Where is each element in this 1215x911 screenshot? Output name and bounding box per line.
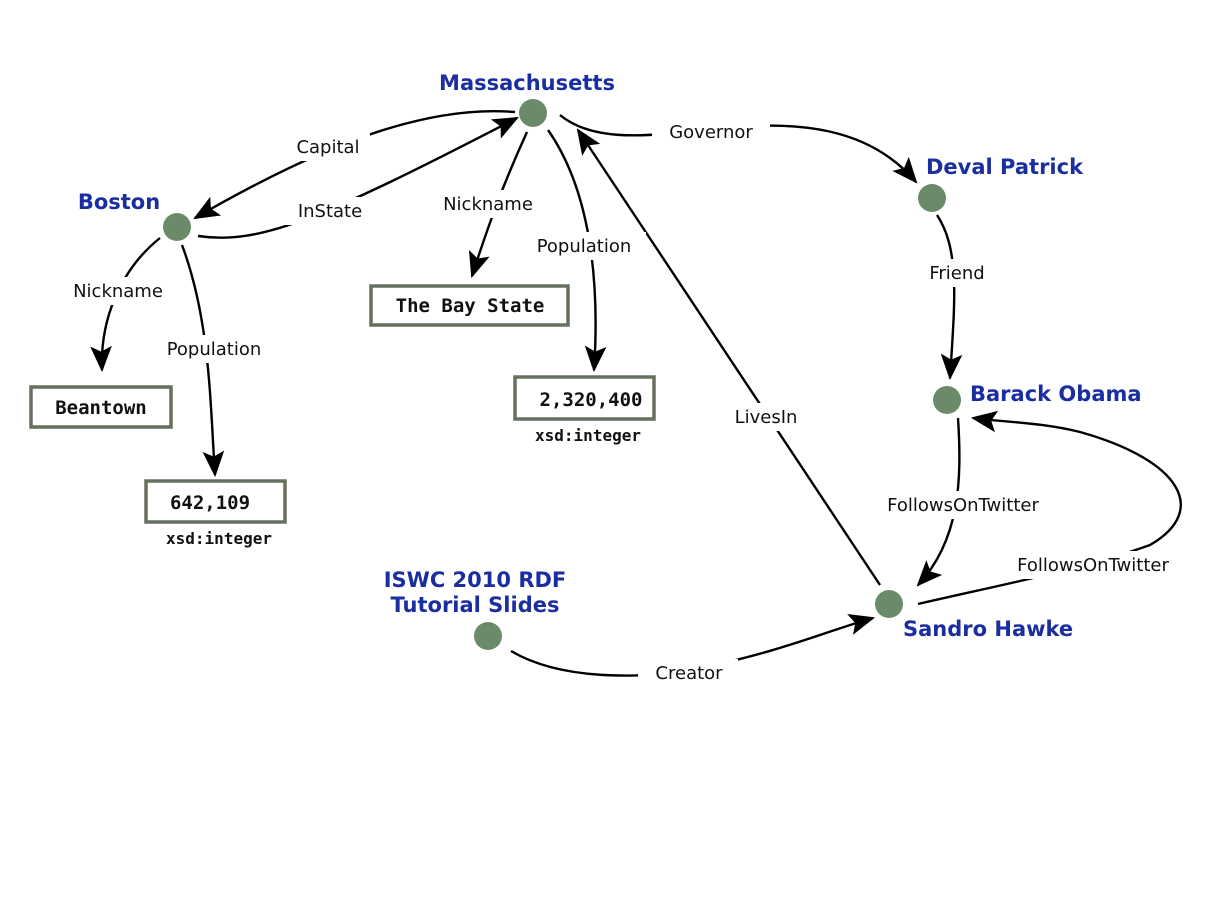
- edge-label-ma-population: Population: [537, 236, 632, 257]
- node-label-deval-patrick: Deval Patrick: [926, 155, 1084, 179]
- edge-label-boston-population: Population: [167, 339, 262, 360]
- node-boston[interactable]: Boston: [78, 190, 191, 241]
- node-label-massachusetts: Massachusetts: [439, 71, 615, 95]
- literal-bay-state[interactable]: The Bay State: [369, 284, 570, 327]
- edge-labels: Capital InState Governor Nickname Popula…: [62, 118, 1192, 687]
- literals: Beantown 642,109 xsd:integer The Bay Sta…: [29, 284, 656, 548]
- resource-nodes: Massachusetts Boston Deval Patrick Barac…: [78, 71, 1142, 650]
- node-label-barack-obama: Barack Obama: [970, 382, 1142, 406]
- edge-label-ma-nickname: Nickname: [443, 194, 533, 215]
- node-label-iswc-line1: ISWC 2010 RDF: [384, 568, 567, 592]
- edge-label-governor: Governor: [669, 122, 753, 143]
- node-label-boston: Boston: [78, 190, 160, 214]
- edge-label-friend: Friend: [929, 263, 984, 284]
- literal-ma-population-type: xsd:integer: [535, 426, 641, 445]
- edge-lives-in: [576, 128, 881, 586]
- edge-label-lives-in: LivesIn: [735, 407, 798, 428]
- literal-beantown-text: Beantown: [55, 397, 147, 419]
- node-massachusetts[interactable]: Massachusetts: [439, 71, 615, 127]
- edge-label-creator: Creator: [655, 663, 723, 684]
- edge-label-follows-2: FollowsOnTwitter: [1017, 555, 1169, 576]
- edge-label-capital: Capital: [296, 137, 359, 158]
- literal-bay-state-text: The Bay State: [396, 295, 545, 317]
- node-iswc-slides[interactable]: ISWC 2010 RDF Tutorial Slides: [384, 568, 567, 650]
- edge-label-follows-1: FollowsOnTwitter: [887, 495, 1039, 516]
- literal-boston-population-type: xsd:integer: [166, 529, 272, 548]
- literal-ma-population-text: 2,320,400: [540, 389, 643, 411]
- node-label-iswc-line2: Tutorial Slides: [391, 593, 560, 617]
- node-barack-obama[interactable]: Barack Obama: [933, 382, 1142, 414]
- literal-boston-population-text: 642,109: [170, 492, 250, 514]
- edge-label-boston-nickname: Nickname: [73, 281, 163, 302]
- literal-ma-population[interactable]: 2,320,400 xsd:integer: [513, 375, 656, 445]
- literal-boston-population[interactable]: 642,109 xsd:integer: [144, 479, 287, 548]
- edge-friend: [935, 214, 963, 381]
- node-label-sandro-hawke: Sandro Hawke: [903, 617, 1073, 641]
- edge-capital: [193, 109, 516, 220]
- edge-label-instate: InState: [298, 201, 362, 222]
- literal-beantown[interactable]: Beantown: [29, 385, 173, 429]
- node-deval-patrick[interactable]: Deval Patrick: [918, 155, 1084, 212]
- node-sandro-hawke[interactable]: Sandro Hawke: [875, 590, 1073, 641]
- edge-follows-2: [917, 410, 1182, 606]
